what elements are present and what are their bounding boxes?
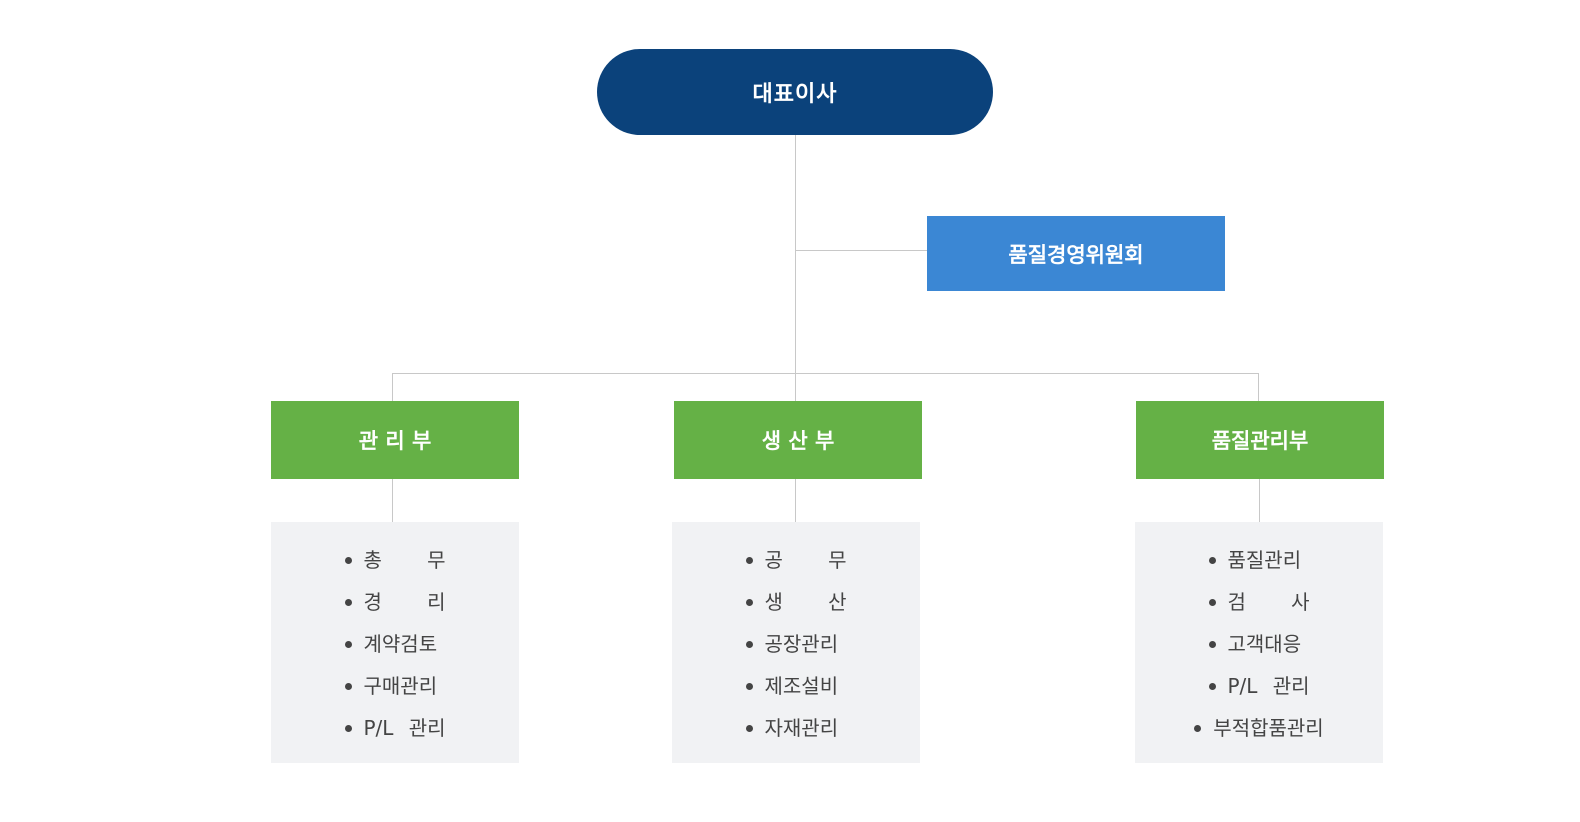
duty-item: 공장관리: [745, 632, 847, 675]
duty-box-quality: 품질관리 검 사 고객대응 P/L 관리 부적합품관리: [1135, 522, 1383, 763]
connector-dept-1-duties: [392, 479, 393, 522]
duty-item: 경 리: [344, 590, 446, 633]
duty-label: 구매관리: [363, 674, 438, 698]
department-node-quality: 품질관리부: [1136, 401, 1384, 479]
duty-box-production: 공 무 생 산 공장관리 제조설비 자재관리: [672, 522, 920, 763]
duty-label: 경 리: [363, 590, 446, 614]
duty-label: 제조설비: [764, 674, 839, 698]
duty-item: 자재관리: [745, 716, 847, 759]
bullet-icon: [1194, 725, 1202, 732]
duty-label: 생 산: [764, 590, 847, 614]
connector-committee-branch: [795, 250, 927, 251]
duty-item: 제조설비: [745, 674, 847, 717]
bullet-icon: [344, 641, 352, 648]
bullet-icon: [745, 641, 753, 648]
duty-list: 품질관리 검 사 고객대응 P/L 관리 부적합품관리: [1135, 522, 1383, 759]
quality-committee-node: 품질경영위원회: [927, 216, 1225, 291]
duty-item: 구매관리: [344, 674, 446, 717]
bullet-icon: [344, 599, 352, 606]
duty-label: 계약검토: [363, 632, 438, 656]
connector-dept-3-drop: [1258, 373, 1259, 401]
connector-ceo-trunk: [795, 135, 796, 401]
duty-item: P/L 관리: [344, 716, 446, 759]
bullet-icon: [745, 683, 753, 690]
duty-item: 생 산: [745, 590, 847, 633]
duty-label: 부적합품관리: [1213, 716, 1324, 740]
connector-dept-2-duties: [795, 479, 796, 522]
duty-label: P/L 관리: [1227, 674, 1310, 698]
bullet-icon: [745, 725, 753, 732]
duty-list: 공 무 생 산 공장관리 제조설비 자재관리: [672, 522, 920, 759]
duty-label: P/L 관리: [363, 716, 446, 740]
connector-dept-3-duties: [1259, 479, 1260, 522]
duty-item: 계약검토: [344, 632, 446, 675]
bullet-icon: [1208, 683, 1216, 690]
duty-list: 총 무 경 리 계약검토 구매관리 P/L 관리: [271, 522, 519, 759]
connector-department-bus: [392, 373, 1259, 374]
bullet-icon: [745, 557, 753, 564]
duty-item: P/L 관리: [1208, 674, 1310, 717]
bullet-icon: [1208, 557, 1216, 564]
bullet-icon: [1208, 599, 1216, 606]
duty-label: 총 무: [363, 548, 446, 572]
duty-item: 공 무: [745, 548, 847, 591]
duty-item: 부적합품관리: [1194, 716, 1324, 759]
duty-label: 공장관리: [764, 632, 839, 656]
duty-label: 고객대응: [1227, 632, 1302, 656]
duty-item: 고객대응: [1208, 632, 1310, 675]
duty-item: 총 무: [344, 548, 446, 591]
duty-label: 공 무: [764, 548, 847, 572]
bullet-icon: [1208, 641, 1216, 648]
department-node-management: 관 리 부: [271, 401, 519, 479]
duty-item: 품질관리: [1208, 548, 1310, 591]
bullet-icon: [344, 725, 352, 732]
duty-box-management: 총 무 경 리 계약검토 구매관리 P/L 관리: [271, 522, 519, 763]
duty-label: 자재관리: [764, 716, 839, 740]
duty-label: 검 사: [1227, 590, 1310, 614]
bullet-icon: [344, 683, 352, 690]
connector-dept-1-drop: [392, 373, 393, 401]
bullet-icon: [344, 557, 352, 564]
duty-label: 품질관리: [1227, 548, 1302, 572]
bullet-icon: [745, 599, 753, 606]
department-node-production: 생 산 부: [674, 401, 922, 479]
ceo-node: 대표이사: [597, 49, 993, 135]
duty-item: 검 사: [1208, 590, 1310, 633]
